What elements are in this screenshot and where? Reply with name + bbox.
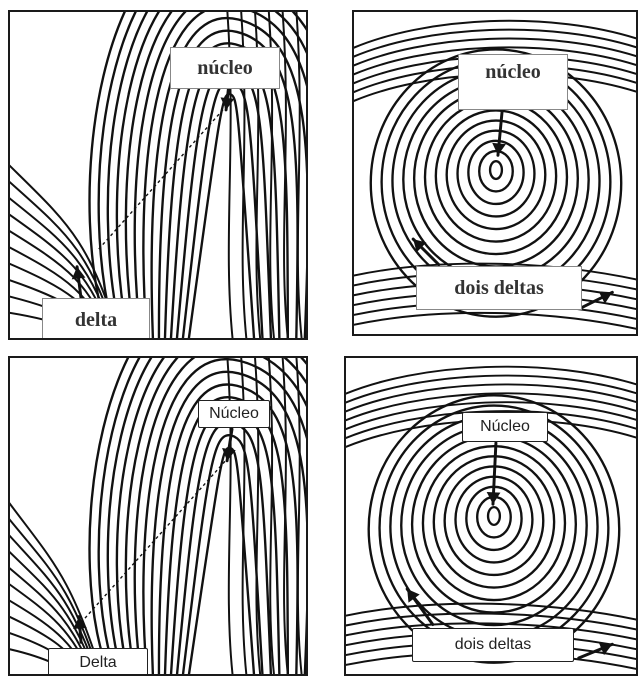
delta-ridge-line bbox=[10, 502, 103, 674]
ridge-line bbox=[97, 12, 138, 338]
core-label: Núcleo bbox=[198, 400, 270, 428]
top-ridge-line bbox=[346, 410, 636, 440]
whorl-ring bbox=[467, 139, 525, 206]
whorl-ring bbox=[488, 159, 504, 181]
delta-label: delta bbox=[42, 298, 150, 338]
ridge-line bbox=[124, 358, 306, 674]
ridge-line bbox=[157, 383, 299, 674]
left-delta-arrow-head bbox=[413, 239, 427, 253]
ridge-line bbox=[150, 370, 306, 674]
bottom-ridge-line bbox=[354, 311, 636, 330]
whorl-panel-bottom-right: Núcleo dois deltas bbox=[344, 356, 638, 676]
ridge-line bbox=[163, 395, 290, 674]
right-delta-arrow-head bbox=[598, 291, 613, 304]
top-ridge-line bbox=[354, 19, 636, 49]
core-label: Núcleo bbox=[462, 412, 548, 442]
bottom-ridge-line bbox=[346, 622, 636, 641]
ridge-line bbox=[133, 358, 306, 674]
core-label: núcleo bbox=[170, 47, 280, 89]
top-ridge-line bbox=[346, 401, 636, 431]
ridge-line bbox=[97, 358, 141, 674]
top-ridge-line bbox=[346, 392, 636, 422]
top-ridge-line bbox=[354, 46, 636, 76]
left-delta-arrow-head bbox=[407, 588, 420, 603]
top-ridge-line bbox=[354, 28, 636, 58]
top-ridge-line bbox=[346, 374, 636, 404]
bottom-ridge-line bbox=[354, 262, 636, 281]
ridge-line bbox=[88, 358, 130, 674]
ridge-line bbox=[133, 12, 306, 338]
ridge-line bbox=[88, 12, 127, 338]
side-ridge-line bbox=[267, 358, 275, 674]
ridge-line bbox=[106, 358, 153, 674]
top-ridge-line bbox=[354, 37, 636, 67]
ridge-line bbox=[115, 12, 161, 338]
delta-arrow-head bbox=[71, 266, 86, 280]
whorl-ridges bbox=[346, 365, 636, 670]
whorl-ring bbox=[369, 48, 623, 318]
core-arrow-head bbox=[492, 142, 506, 156]
whorl-ring bbox=[456, 129, 536, 218]
bottom-ridge-line bbox=[346, 612, 636, 631]
side-ridge-line bbox=[295, 12, 303, 338]
ridge-line bbox=[115, 358, 306, 674]
right-delta-arrow-head bbox=[598, 642, 613, 656]
whorl-ring bbox=[445, 119, 547, 231]
delta-label: Delta bbox=[48, 648, 148, 674]
loop-panel-bottom-left: Núcleo Delta bbox=[8, 356, 308, 676]
side-ridge-line bbox=[281, 358, 289, 674]
delta-arrow-head bbox=[73, 616, 87, 629]
ridge-line bbox=[106, 12, 149, 338]
top-ridge-line bbox=[346, 365, 636, 395]
ridge-line bbox=[124, 12, 306, 338]
loop-panel-top-left: núcleo delta bbox=[8, 10, 308, 340]
deltas-label: dois deltas bbox=[412, 628, 574, 662]
top-ridge-line bbox=[346, 383, 636, 413]
side-ridge-line bbox=[281, 12, 289, 338]
core-arrow-head bbox=[222, 447, 236, 461]
whorl-ring bbox=[486, 505, 502, 527]
core-label: núcleo bbox=[458, 54, 568, 110]
whorl-ring bbox=[367, 394, 621, 664]
side-ridge-line bbox=[295, 358, 303, 674]
bottom-ridge-line bbox=[346, 602, 636, 621]
whorl-ring bbox=[434, 109, 558, 243]
ridge-line bbox=[142, 12, 306, 338]
ridge-line bbox=[142, 358, 306, 674]
whorl-ring bbox=[478, 149, 514, 193]
whorl-ring bbox=[421, 444, 567, 602]
core-arrow-head bbox=[486, 492, 501, 505]
core-arrow-head bbox=[220, 97, 235, 110]
core-delta-line bbox=[80, 456, 230, 624]
whorl-panel-top-right: núcleo dois deltas bbox=[352, 10, 638, 336]
ridge-line bbox=[157, 29, 299, 338]
deltas-label: dois deltas bbox=[416, 266, 582, 310]
